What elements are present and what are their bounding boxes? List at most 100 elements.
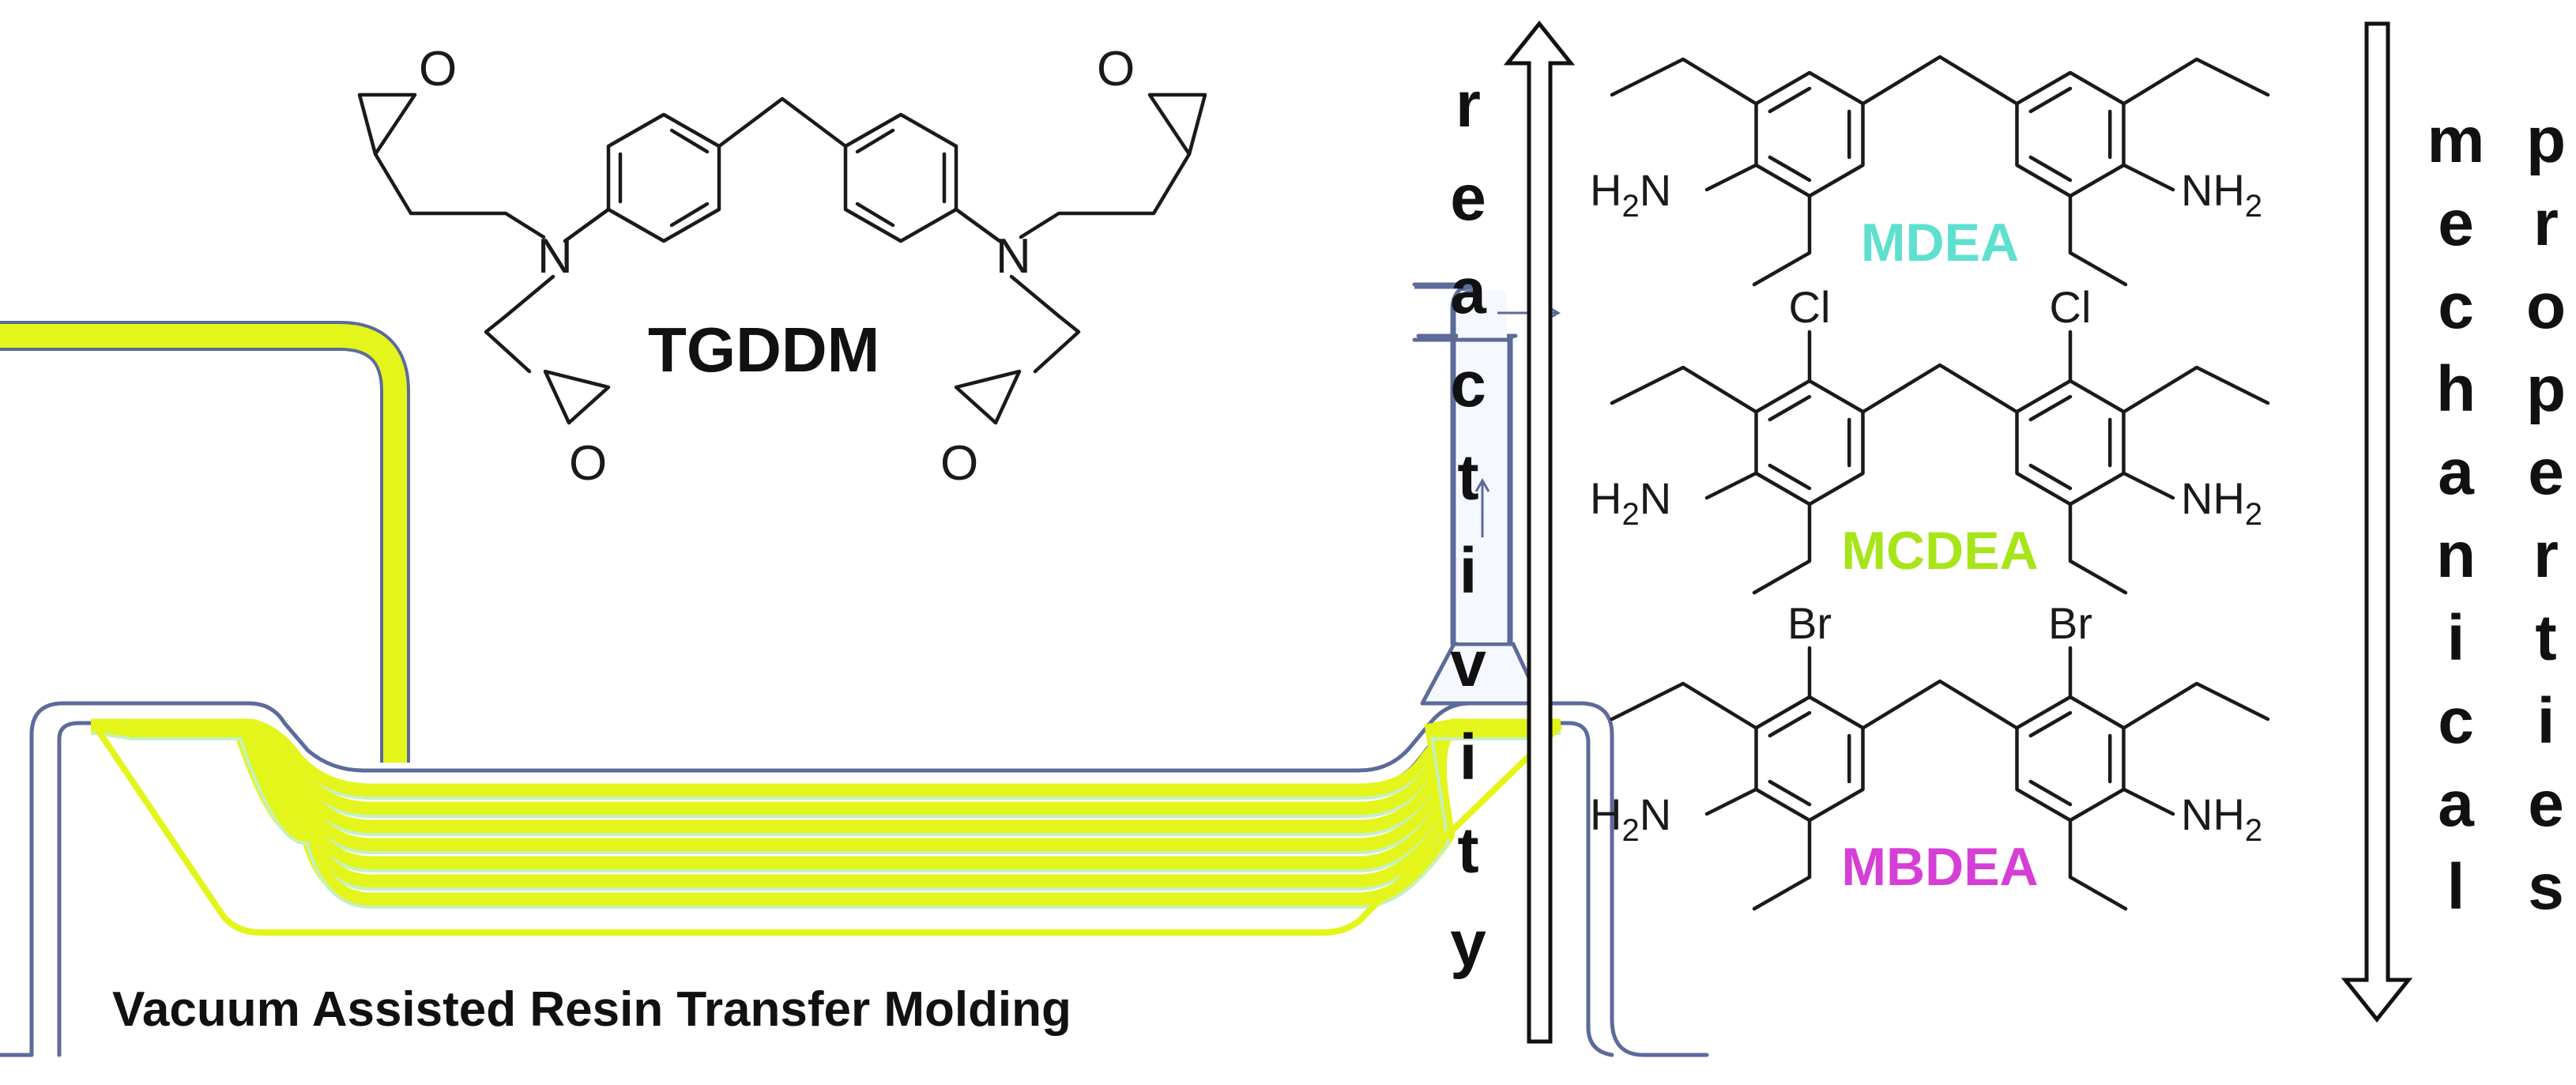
mechanical-letter: a [2438,436,2475,508]
hardener-name: MBDEA [1841,837,2038,897]
amine-right: NH2 [2181,473,2262,532]
reactivity-letter: r [1456,69,1481,141]
ethyl-group [2122,57,2270,106]
properties-letter: r [2533,519,2559,591]
fiber-ply [104,720,1550,834]
mold-outer-wall [29,701,1646,1057]
properties-letter: r [2533,187,2559,259]
mechanical-letter: a [2438,768,2475,840]
reactivity-letter: a [1450,255,1487,327]
hardener-name: MCDEA [1841,521,2038,581]
epoxide-oxygen: O [1097,42,1135,96]
benzene-ring [2015,695,2126,823]
halogen-substituent: Cl [2050,282,2092,332]
outlet-funnel [1420,642,1543,706]
epoxide-oxygen: O [569,436,607,491]
tgddm-right-ring [843,112,958,243]
amine-right: NH2 [2181,789,2262,848]
ethyl-group [2068,818,2128,911]
reactivity-letter: i [1459,535,1478,607]
process-label: Vacuum Assisted Resin Transfer Molding [112,982,1071,1037]
epoxide-ring [1147,92,1207,156]
methylene-bridge [1861,363,2019,414]
properties-letter: p [2526,353,2566,425]
mechanical-letter: e [2438,187,2474,259]
vartm-mold: Vacuum Assisted Resin Transfer Molding [0,282,1709,1057]
ethyl-group [1610,365,1758,414]
methylene-bridge [1861,55,2019,106]
tgddm-label: TGDDM [648,315,879,385]
properties-letter: t [2535,602,2556,674]
properties-letter: p [2526,104,2566,176]
halogen-substituent: Br [1787,598,1832,648]
halogen-substituent: Br [2048,598,2092,648]
reactivity-letter: v [1450,628,1486,700]
mechanical-letter: h [2436,353,2476,425]
fiber-ply [97,719,1556,816]
reactivity-letter: c [1450,348,1486,420]
epoxide-ring [357,92,417,156]
hardener-name: MDEA [1861,213,2019,273]
epoxide-ring [543,369,611,425]
ethyl-group [1610,57,1758,106]
benzene-ring [2015,379,2126,507]
fiber-ply [110,721,1545,852]
tgddm-left-ring [606,112,721,243]
reactivity-letter: i [1459,721,1478,793]
fiber-ply [91,718,1561,797]
fiber-ply [129,724,1528,906]
mechanical-letter: l [2447,851,2465,923]
methylene-bridge [717,96,848,149]
properties-letter: o [2526,270,2566,342]
resin-inlet-tube [0,321,410,763]
tgddm-n-right: N [996,229,1031,284]
properties-letter: e [2528,436,2564,508]
properties-letter: i [2537,685,2555,757]
vacuum-outlet [1412,282,1561,706]
ethyl-group [2122,681,2270,730]
ethyl-group [1610,681,1758,730]
methylene-bridge [1861,679,2019,730]
fiber-ply-gap [129,737,1528,909]
benzene-ring [2015,70,2126,198]
amine-left: H2N [1590,165,1671,224]
ethyl-group [2068,194,2128,287]
ethyl-group [1752,194,1812,287]
epoxide-oxygen: O [940,436,978,491]
halogen-substituent: Cl [1789,282,1831,332]
tgddm-molecule: N N O O O O TGDDM [357,42,1207,491]
reactivity-letter: e [1450,162,1486,234]
reactivity-letter: t [1457,815,1478,887]
ethyl-group [1752,818,1812,911]
ethyl-group [2122,365,2270,414]
properties-letter: e [2528,768,2564,840]
properties-down-arrow [2341,21,2413,1023]
reactivity-up-arrow [1503,20,1576,1044]
amine-left: H2N [1590,789,1671,848]
amine-right: NH2 [2181,165,2262,224]
mechanical-letter: i [2447,602,2465,674]
benzene-ring [1754,695,1865,823]
fiber-layup [91,718,1563,936]
mechanical-letter: c [2438,685,2474,757]
mechanical-letter: c [2438,270,2474,342]
ethyl-group [2068,502,2128,595]
benzene-ring [1754,70,1865,198]
epoxide-oxygen: O [419,42,457,96]
benzene-ring [1754,379,1865,507]
amine-left: H2N [1590,473,1671,532]
reactivity-letter: t [1457,442,1478,514]
epoxide-ring [954,369,1022,425]
ethyl-group [1752,502,1812,595]
